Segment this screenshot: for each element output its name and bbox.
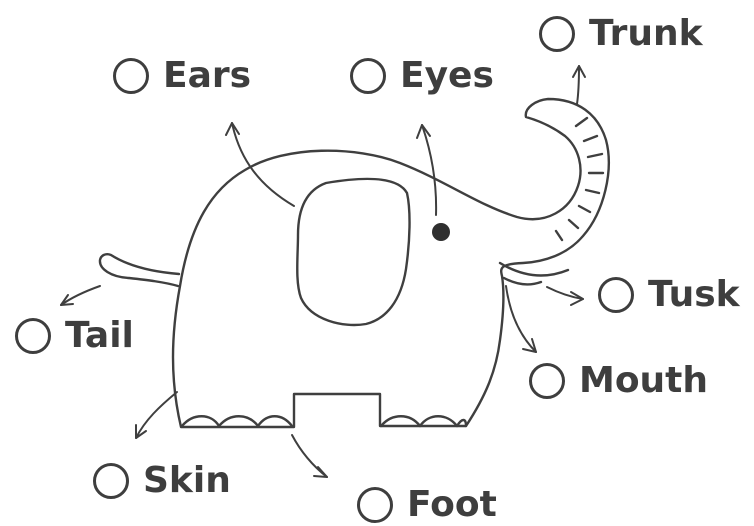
foot-label: Foot bbox=[357, 487, 497, 523]
trunk-answer-circle[interactable] bbox=[539, 16, 575, 52]
tail-text: Tail bbox=[65, 318, 134, 354]
tusk-label: Tusk bbox=[598, 277, 740, 313]
skin-answer-circle[interactable] bbox=[93, 463, 129, 499]
arrow-tusk bbox=[547, 287, 583, 299]
mouth-label: Mouth bbox=[529, 363, 708, 399]
foot-text: Foot bbox=[407, 487, 497, 523]
arrow-eyes bbox=[422, 125, 436, 215]
eyes-text: Eyes bbox=[400, 58, 494, 94]
ears-text: Ears bbox=[163, 58, 251, 94]
foot-answer-circle[interactable] bbox=[357, 487, 393, 523]
eyes-label: Eyes bbox=[350, 58, 494, 94]
tail-label: Tail bbox=[15, 318, 134, 354]
arrow-skin-head bbox=[136, 425, 146, 438]
arrow-mouth bbox=[506, 286, 536, 352]
mouth-answer-circle[interactable] bbox=[529, 363, 565, 399]
trunk-text: Trunk bbox=[589, 16, 703, 52]
skin-label: Skin bbox=[93, 463, 231, 499]
eyes-answer-circle[interactable] bbox=[350, 58, 386, 94]
trunk-label: Trunk bbox=[539, 16, 703, 52]
mouth-text: Mouth bbox=[579, 363, 708, 399]
arrow-ears bbox=[232, 123, 294, 206]
tusk-answer-circle[interactable] bbox=[598, 277, 634, 313]
ears-label: Ears bbox=[113, 58, 251, 94]
ears-answer-circle[interactable] bbox=[113, 58, 149, 94]
tusk-text: Tusk bbox=[648, 277, 740, 313]
arrow-trunk bbox=[577, 66, 579, 104]
arrow-skin bbox=[136, 392, 177, 438]
skin-text: Skin bbox=[143, 463, 231, 499]
tail-answer-circle[interactable] bbox=[15, 318, 51, 354]
